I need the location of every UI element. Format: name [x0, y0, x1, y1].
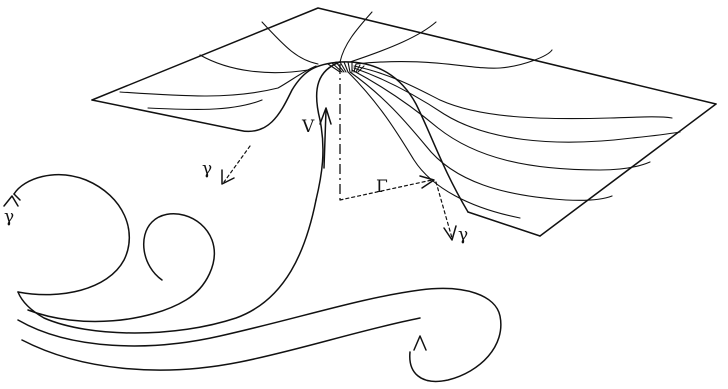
bump-surface: [237, 61, 469, 213]
hill-contour-lines: [347, 65, 681, 219]
gamma-right-arrow: γ: [435, 181, 468, 245]
gamma-left-arrow: γ: [202, 145, 251, 185]
circulation-label: Γ: [376, 177, 388, 197]
circulation-arrow: Γ: [339, 175, 435, 201]
velocity-arrow: V: [301, 107, 332, 169]
gamma-left-label: γ: [202, 159, 212, 179]
gamma-right-label: γ: [458, 225, 468, 245]
vortex-sheet-rollup: [3, 173, 502, 383]
gamma-far-left-label: γ: [4, 207, 14, 227]
velocity-label: V: [301, 117, 315, 137]
sheet-outline: [91, 7, 717, 237]
sheet-grid-lines: [119, 11, 553, 111]
